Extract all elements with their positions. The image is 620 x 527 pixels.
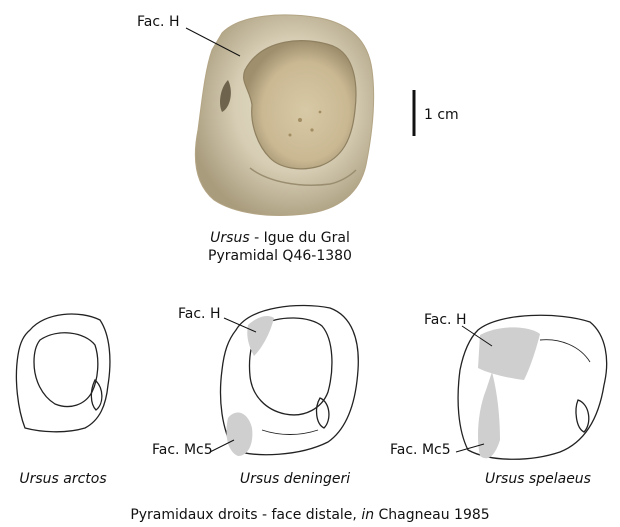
caption-site: - Igue du Gral <box>250 230 350 246</box>
scale-label: 1 cm <box>424 107 459 123</box>
species-caption-deningeri: Ursus deningeri <box>220 470 370 488</box>
fac-mc5-label-spelaeus: Fac. Mc5 <box>390 442 451 458</box>
drawing-ursus-spelaeus <box>458 315 607 459</box>
fac-h-label-photo: Fac. H <box>137 14 179 30</box>
photo-caption-line1: Ursus - Igue du Gral <box>180 229 380 247</box>
footer-prefix: Pyramidaux droits - face distale, <box>130 507 361 523</box>
species-caption-arctos: Ursus arctos <box>8 470 118 488</box>
footer-in: in <box>361 507 374 523</box>
footer-caption: Pyramidaux droits - face distale, in Cha… <box>60 506 560 524</box>
fac-mc5-label-deningeri: Fac. Mc5 <box>152 442 213 458</box>
photo-caption-line2: Pyramidal Q46-1380 <box>180 247 380 265</box>
fac-h-label-spelaeus: Fac. H <box>424 312 466 328</box>
drawing-ursus-deningeri <box>221 306 359 456</box>
caption-genus: Ursus <box>210 230 249 246</box>
footer-source: Chagneau 1985 <box>374 507 490 523</box>
species-caption-spelaeus: Ursus spelaeus <box>468 470 608 488</box>
drawing-ursus-arctos <box>16 314 110 432</box>
bone-photo <box>195 15 373 215</box>
fac-h-label-deningeri: Fac. H <box>178 306 220 322</box>
